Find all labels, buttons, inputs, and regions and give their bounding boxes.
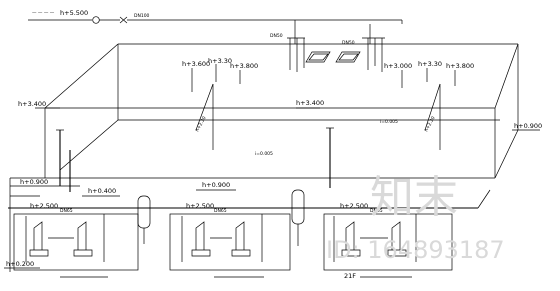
elev-pump-b: h+0.900 [202, 181, 230, 189]
slope-label-left: i=0.005 [255, 151, 273, 157]
main-lower-pipe [8, 178, 491, 272]
inlet-note: — — — — [32, 11, 55, 16]
elev-left-upper: h+3.400 [18, 100, 46, 108]
elev-mid-pump-group: h+2.500 [186, 202, 214, 210]
elev-right: h+0.900 [514, 122, 542, 130]
watermark-id: ID: 164893187 [326, 236, 505, 264]
roof-risers [287, 20, 385, 72]
elev-branch-6: h+3.800 [446, 62, 474, 70]
pipe-size-right-group: DN65 [370, 208, 383, 214]
pump-units [25, 214, 417, 262]
pump-group-boxes [13, 213, 453, 271]
elev-branch-4: h+3.000 [384, 62, 412, 70]
elev-pump-a: h+0.400 [88, 187, 116, 195]
elev-top-inlet: h+5.500 [60, 9, 88, 17]
slope-label-right: i=0.005 [380, 119, 398, 125]
lower-notes [4, 267, 412, 278]
floor-label: 21F [344, 272, 356, 280]
pipe-size-riser-b: DN50 [342, 40, 355, 46]
elev-bottom-left: h+0.200 [6, 260, 34, 268]
pipe-size-left-group: DN65 [60, 208, 73, 214]
elev-right-pump-group: h+2.500 [340, 202, 368, 210]
elev-diag-left: h+2.30 [194, 115, 207, 133]
top-inlet-pipe: — — — — [28, 11, 403, 24]
elev-branch-5: h+3.30 [418, 60, 442, 68]
vertical-risers [56, 127, 334, 192]
elev-middle: h+3.400 [296, 99, 324, 107]
pipe-size-riser-a: DN50 [270, 33, 283, 39]
elev-left-pump-group: h+2.500 [30, 202, 58, 210]
pressure-tanks [137, 189, 305, 246]
upper-branches [191, 64, 456, 150]
elev-branch-2: h+3.30 [208, 57, 232, 65]
watermark-brand: 知末 [370, 172, 458, 223]
elev-branch-1: h+3.600 [182, 60, 210, 68]
elev-diag-right: h+2.30 [423, 115, 436, 133]
pipe-size-mid-group: DN65 [214, 208, 227, 214]
elev-branch-3: h+3.800 [230, 62, 258, 70]
elev-left-lower: h+0.900 [20, 178, 48, 186]
pipe-size-inlet: DN100 [134, 13, 150, 19]
room-box [10, 43, 519, 179]
